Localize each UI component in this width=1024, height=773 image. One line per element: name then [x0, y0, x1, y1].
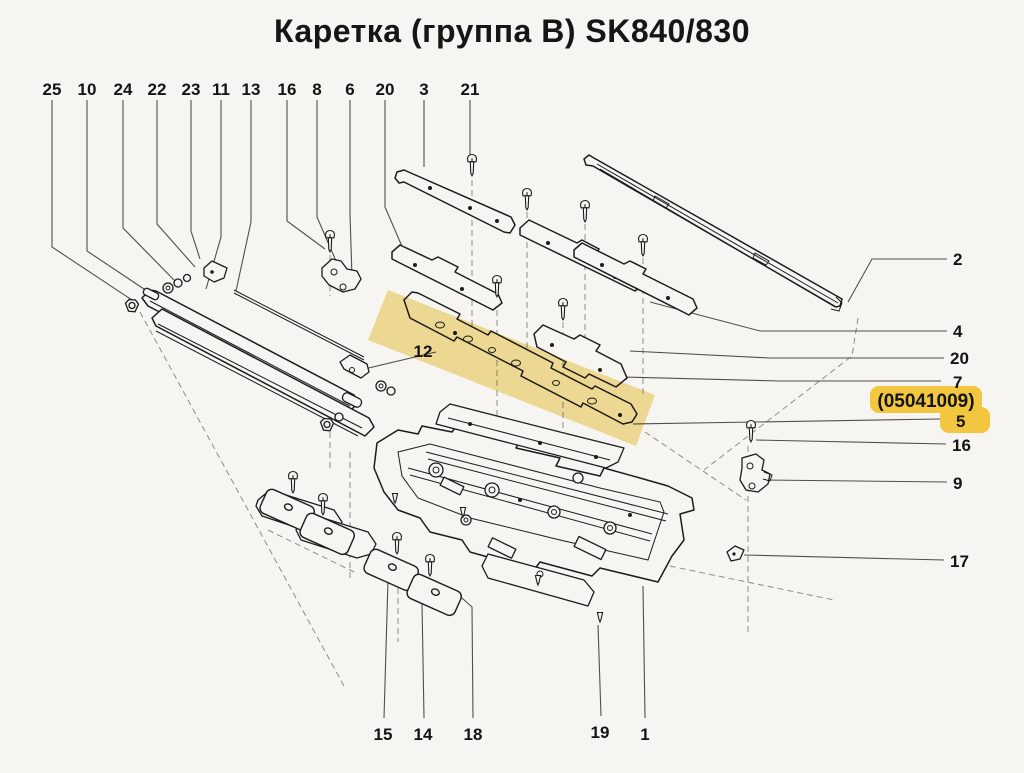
part-label-4: 4 — [953, 322, 963, 341]
leader-23 — [190, 100, 201, 260]
page-title: Каретка (группа В) SK840/830 — [273, 13, 751, 49]
leader-25 — [51, 100, 133, 301]
part-label-6: 6 — [345, 80, 354, 99]
part-label-16-top: 16 — [278, 80, 297, 99]
leader-1 — [642, 585, 646, 719]
leader-24 — [122, 100, 176, 282]
top-cam-plates — [391, 154, 843, 316]
part-label-14: 14 — [414, 725, 433, 744]
tension-bracket — [321, 258, 362, 293]
leader-6 — [349, 100, 353, 278]
cam-plate-3 — [394, 169, 516, 234]
part-label-7: 7 — [953, 373, 962, 392]
leader-7 — [621, 376, 941, 382]
part-label-25: 25 — [43, 80, 62, 99]
part-label-17: 17 — [950, 552, 969, 571]
leader-20-right — [629, 350, 944, 359]
leader-17 — [743, 554, 945, 561]
part5-pill — [940, 407, 990, 433]
part-label-13: 13 — [242, 80, 261, 99]
leader-11 — [205, 100, 222, 290]
part-label-19: 19 — [591, 723, 610, 742]
part-label-22: 22 — [148, 80, 167, 99]
part-label-15: 15 — [374, 725, 393, 744]
part-label-1: 1 — [640, 725, 649, 744]
part-label-11: 11 — [212, 80, 230, 99]
leader-15 — [383, 579, 389, 719]
leader-13 — [235, 100, 252, 292]
leader-20-top — [384, 100, 405, 252]
leader-19 — [597, 624, 602, 717]
leader-9 — [763, 479, 948, 483]
part-label-10: 10 — [78, 80, 97, 99]
part-label-3: 3 — [419, 80, 428, 99]
part-label-9: 9 — [953, 474, 962, 493]
right-bracket-9 — [739, 453, 773, 493]
leader-10 — [86, 100, 148, 292]
cam-plate-20-left — [391, 244, 503, 311]
highlight-band — [368, 290, 655, 446]
leader-22 — [156, 100, 196, 268]
part-label-20-right: 20 — [950, 349, 969, 368]
leader-2 — [847, 258, 947, 303]
leader-14 — [421, 602, 425, 719]
left-rail-assembly — [124, 260, 396, 437]
leader-lines — [51, 100, 948, 719]
part-label-2: 2 — [953, 250, 962, 269]
part-label-8: 8 — [312, 80, 321, 99]
part-labels: 25 10 24 22 23 11 13 16 8 6 20 3 21 2 4 … — [43, 80, 971, 744]
nut-25 — [124, 298, 140, 313]
part-label-16-right: 16 — [952, 436, 971, 455]
part-label-24: 24 — [114, 80, 133, 99]
highlight-code-label: (05041009) — [877, 391, 974, 412]
nut-24 — [319, 417, 335, 432]
part-label-21: 21 — [461, 80, 480, 99]
code-pill — [870, 386, 982, 413]
leader-16-right — [755, 439, 947, 445]
leader-5 — [632, 418, 941, 425]
part-label-18: 18 — [464, 725, 483, 744]
part-label-23: 23 — [182, 80, 201, 99]
highlight-code-group: (05041009) — [870, 386, 990, 433]
leader-16-top — [286, 100, 326, 250]
hook-17 — [726, 545, 745, 562]
part-label-12: 12 — [414, 342, 433, 361]
cam-plate-4b — [573, 242, 698, 316]
part-label-20-top: 20 — [376, 80, 395, 99]
part-label-5: 5 — [956, 412, 965, 431]
foot-block — [404, 571, 464, 618]
